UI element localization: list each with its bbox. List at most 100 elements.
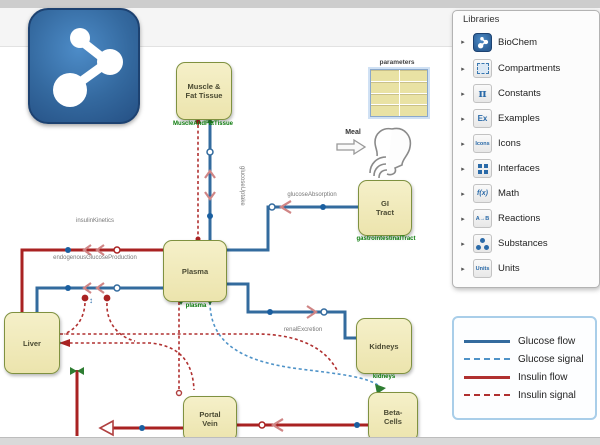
legend-label: Glucose flow: [518, 335, 576, 347]
disclosure-triangle-icon[interactable]: ▸: [461, 90, 465, 98]
sublabel-muscle: MuscleAndFatTissue: [173, 121, 233, 127]
sublabel-kidneys: kidneys: [372, 374, 396, 380]
library-item-reactions[interactable]: ▸ A→B Reactions: [459, 206, 595, 231]
parameters-cell: [399, 93, 427, 105]
parameters-table[interactable]: [370, 69, 428, 117]
parameters-cell: [371, 81, 399, 93]
library-item-math[interactable]: ▸ f(x) Math: [459, 181, 595, 206]
node-port-icon: [65, 285, 71, 291]
node-label: Kidneys: [369, 341, 399, 351]
reaction-arrow-icon: [306, 305, 318, 319]
signal-insulin-tap-a[interactable]: [63, 302, 86, 335]
open-arrow-icon: [98, 419, 114, 437]
label-endogenous-glucose-production: endogenousGlucoseProduction: [53, 255, 137, 261]
disclosure-triangle-icon[interactable]: ▸: [461, 65, 465, 73]
label-parameters: parameters: [379, 59, 415, 66]
signal-tap-icon: [81, 294, 89, 302]
library-item-interfaces[interactable]: ▸ Interfaces: [459, 156, 595, 181]
parameters-cell: [371, 70, 399, 81]
label-insulin-kinetics: insulinKinetics: [75, 218, 115, 224]
reaction-port-icon: [206, 148, 214, 156]
signal-insulin-tap-b[interactable]: [106, 302, 136, 342]
signal-glucose-plasma-beta[interactable]: [209, 301, 380, 387]
node-muscle-fat-tissue[interactable]: Muscle & Fat Tissue: [176, 62, 232, 120]
node-beta-cells[interactable]: Beta- Cells: [368, 392, 418, 442]
disclosure-triangle-icon[interactable]: ▸: [461, 140, 465, 148]
disclosure-triangle-icon[interactable]: ▸: [461, 190, 465, 198]
node-portal-vein[interactable]: Portal Vein: [183, 396, 237, 442]
edge-glucose-plasma-kidneys[interactable]: [225, 282, 356, 340]
legend-row-insulin-flow: Insulin flow: [454, 372, 595, 383]
reaction-port-icon: [320, 308, 328, 316]
node-kidneys[interactable]: Kidneys: [356, 318, 412, 374]
insulin-signal-line-sample: [464, 394, 510, 396]
reaction-icon: A→B: [473, 209, 492, 228]
diagram-legend[interactable]: Glucose flow Glucose signal Insulin flow…: [452, 316, 597, 420]
reaction-port-icon: [113, 284, 121, 292]
reaction-port-icon: [258, 421, 266, 429]
units-icon: Units: [473, 259, 492, 278]
reaction-arrow-icon: [278, 200, 292, 214]
app-logo[interactable]: [28, 8, 140, 124]
node-label: Muscle & Fat Tissue: [185, 82, 223, 100]
examples-icon: Ex: [473, 109, 492, 128]
reaction-port-icon: [113, 246, 121, 254]
signal-insulin-long-upper[interactable]: [60, 333, 339, 373]
node-port-icon: [320, 204, 326, 210]
node-port-icon: [65, 247, 71, 253]
library-item-examples[interactable]: ▸ Ex Examples: [459, 106, 595, 131]
signal-insulin-to-liver[interactable]: [64, 342, 195, 391]
library-item-constants[interactable]: ▸ π Constants: [459, 81, 595, 106]
compartments-icon: [473, 59, 492, 78]
disclosure-triangle-icon[interactable]: ▸: [461, 39, 465, 46]
node-label: Liver: [23, 338, 41, 348]
reaction-arrow-icon: [204, 191, 216, 201]
label-glucose-uptake: glucoseUptake: [239, 166, 245, 206]
libraries-panel-title: Libraries: [463, 14, 500, 25]
bidirectional-icon: ↕: [89, 296, 93, 305]
edge-glucose-gitract-plasma[interactable]: [225, 205, 360, 252]
library-item-label: Substances: [498, 238, 548, 249]
node-port-icon: [354, 422, 360, 428]
reaction-arrow-icon: [95, 282, 105, 294]
disclosure-triangle-icon[interactable]: ▸: [461, 115, 465, 123]
arrowhead-into-beta: [375, 384, 386, 394]
edge-glucose-liver-plasma[interactable]: [35, 286, 163, 312]
node-gi-tract[interactable]: GI Tract: [358, 180, 412, 236]
node-plasma[interactable]: Plasma: [163, 240, 227, 302]
library-item-icons[interactable]: ▸ Icons Icons: [459, 131, 595, 156]
substances-icon: [473, 234, 492, 253]
library-item-label: Examples: [498, 113, 540, 124]
window-top-strip: [0, 0, 600, 8]
arrowhead-into-liver: [59, 339, 70, 347]
reaction-arrow-icon: [95, 244, 105, 256]
disclosure-triangle-icon[interactable]: ▸: [461, 240, 465, 248]
disclosure-triangle-icon[interactable]: ▸: [461, 165, 465, 173]
node-label: GI Tract: [376, 199, 394, 217]
reaction-port-icon: [268, 203, 276, 211]
node-liver[interactable]: Liver: [4, 312, 60, 374]
window-bottom-bar: [0, 437, 600, 445]
icons-icon: Icons: [473, 134, 492, 153]
signal-tap-icon: [103, 294, 111, 302]
node-label: Beta- Cells: [383, 408, 403, 426]
meal-arrow-icon: [336, 138, 367, 156]
library-item-substances[interactable]: ▸ Substances: [459, 231, 595, 256]
libraries-tree: ▸ BioChem ▸ Compartments ▸ π Constants: [453, 27, 599, 287]
green-marker-icon: [207, 117, 213, 123]
biochem-icon: [473, 32, 492, 52]
library-item-label: Constants: [498, 88, 541, 99]
sublabel-gitract: gastrointestinalTract: [356, 236, 416, 242]
label-meal: Meal: [345, 129, 361, 136]
libraries-panel: Libraries ▸ BioChem ▸ Compartments ▸: [452, 10, 600, 288]
disclosure-triangle-icon[interactable]: ▸: [461, 215, 465, 223]
pi-icon: π: [473, 84, 492, 103]
label-renal-excretion: renalExcretion: [283, 327, 323, 333]
library-item-units[interactable]: ▸ Units Units: [459, 256, 595, 281]
library-item-compartments[interactable]: ▸ Compartments: [459, 56, 595, 81]
eating-head-icon: [369, 127, 412, 179]
library-item-biochem[interactable]: ▸ BioChem: [459, 28, 595, 56]
disclosure-triangle-icon[interactable]: ▸: [461, 265, 465, 273]
